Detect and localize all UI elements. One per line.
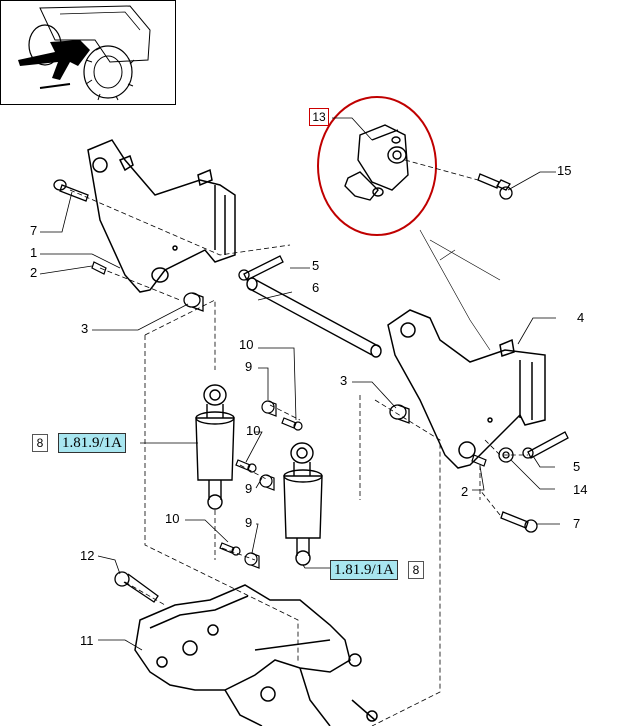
part-9-bushing-c [244, 552, 260, 569]
part-7-bolt-left [53, 179, 89, 202]
callout-10-b: 10 [246, 423, 261, 438]
part-7-bolt-right [500, 511, 538, 533]
part-8-cylinder-right [283, 442, 323, 566]
part-15-bolt [477, 173, 513, 200]
callout-7-right: 7 [573, 516, 581, 531]
callout-2-right: 2 [461, 484, 469, 499]
callout-12: 12 [80, 548, 95, 563]
callout-9-b: 9 [245, 481, 253, 496]
callout-8-right: 8 [408, 561, 424, 579]
callout-2-left: 2 [30, 265, 38, 280]
part-5-bolt-right [522, 431, 569, 459]
callout-4: 4 [577, 310, 585, 325]
part-3-bushing-right [389, 404, 410, 424]
part-2-fitting-left [91, 261, 107, 275]
part-4-bracket [387, 309, 546, 469]
part-10-bolt-b [235, 459, 257, 473]
callout-3-left: 3 [81, 321, 89, 336]
part-2-fitting-right [471, 454, 487, 467]
part-10-bolt-c [219, 542, 241, 556]
callout-9-a: 9 [245, 359, 253, 374]
part-5-bolt-top [238, 255, 284, 281]
highlight-ring [317, 96, 437, 236]
callout-10-c: 10 [165, 511, 180, 526]
part-1-bracket [87, 139, 236, 293]
callout-10-a: 10 [239, 337, 254, 352]
callout-11: 11 [80, 633, 94, 648]
callout-14: 14 [573, 482, 588, 497]
callout-8-left: 8 [32, 434, 48, 452]
callout-1: 1 [30, 245, 38, 260]
callout-6: 6 [312, 280, 320, 295]
part-11-link-assembly [134, 584, 378, 726]
part-12-bolt [114, 571, 159, 603]
reference-link-right[interactable]: 1.81.9/1A [330, 560, 398, 580]
callout-3-right: 3 [340, 373, 348, 388]
callout-13[interactable]: 13 [309, 108, 329, 126]
part-9-bushing-a [261, 400, 277, 417]
part-6-shaft [246, 277, 382, 358]
tractor-thumbnail-icon [0, 0, 176, 105]
part-13-bracket [344, 124, 409, 201]
reference-link-left[interactable]: 1.81.9/1A [58, 433, 126, 453]
part-8-cylinder-left [195, 384, 235, 510]
callout-9-c: 9 [245, 515, 253, 530]
section-lines [419, 229, 501, 351]
leader-lines [39, 117, 560, 651]
part-3-bushing-left [183, 292, 204, 312]
dashed-centerlines [69, 159, 528, 726]
part-10-bolt-a [281, 417, 303, 431]
callout-7-left: 7 [30, 223, 38, 238]
callout-15: 15 [557, 163, 572, 178]
callout-5-right: 5 [573, 459, 581, 474]
callout-5-top: 5 [312, 258, 320, 273]
